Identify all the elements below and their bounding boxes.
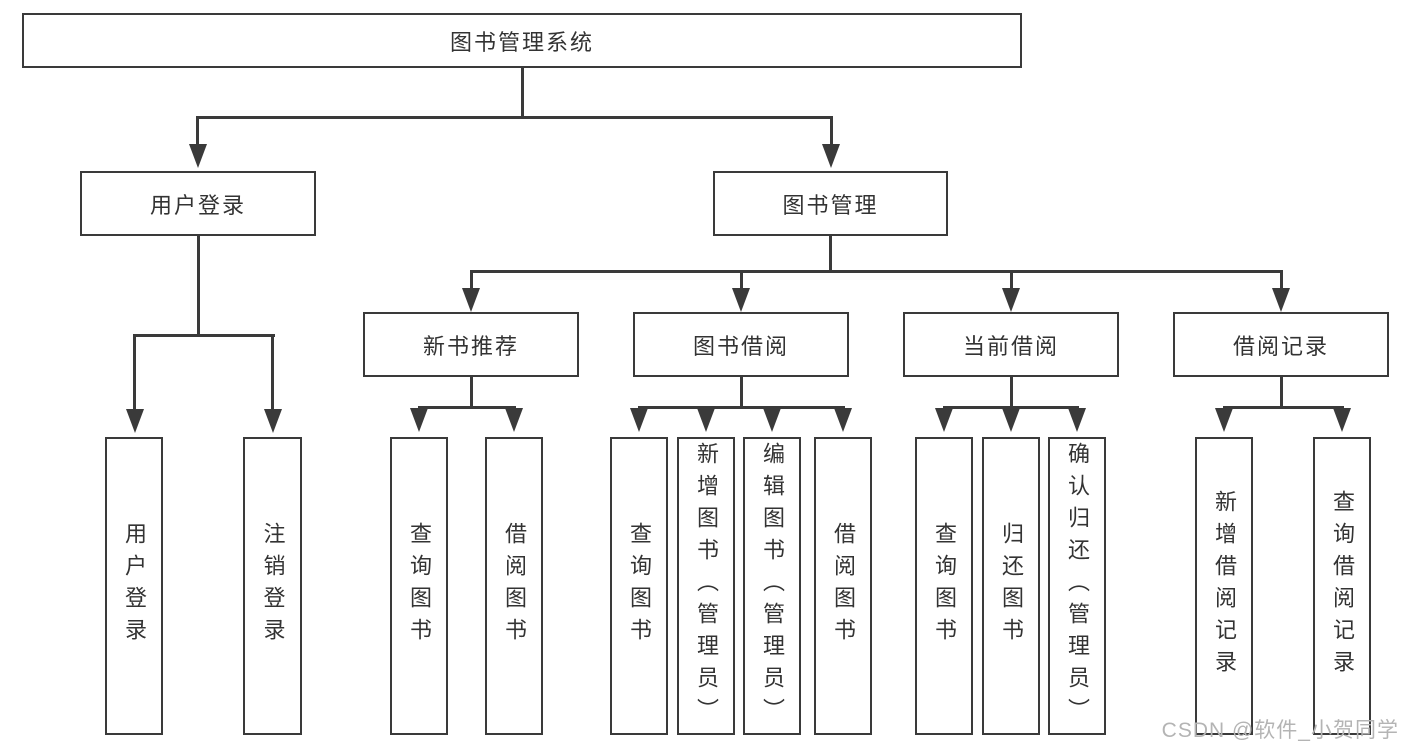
- node-book-management: 图书管理: [713, 171, 948, 236]
- leaf-bw-edit-books-admin: 编辑图书（管理员）: [743, 437, 801, 735]
- arrowhead-down: [1068, 408, 1086, 432]
- leaf-logout-label: 注销登录: [260, 522, 286, 650]
- arrowhead-down: [263, 409, 282, 433]
- connector-line: [739, 270, 743, 290]
- arrowhead-down: [188, 144, 207, 168]
- connector-line: [1279, 377, 1283, 408]
- connector-line: [133, 334, 275, 337]
- arrowhead-down: [732, 288, 750, 312]
- leaf-cu-confirm-return-admin-label: 确认归还（管理员）: [1065, 442, 1090, 730]
- connector-line: [1009, 270, 1013, 290]
- leaf-cu-confirm-return-admin: 确认归还（管理员）: [1048, 437, 1106, 735]
- arrowhead-down: [822, 144, 840, 168]
- node-borrow-records-label: 借阅记录: [1232, 333, 1329, 359]
- node-root-label: 图书管理系统: [449, 29, 594, 55]
- arrowhead-down: [834, 408, 852, 432]
- connector-line: [829, 236, 832, 272]
- node-user-login: 用户登录: [80, 171, 316, 236]
- arrowhead-down: [505, 408, 523, 432]
- connector-line: [417, 406, 516, 409]
- arrowhead-down: [1215, 408, 1233, 432]
- leaf-logout: 注销登录: [243, 437, 302, 735]
- leaf-bw-borrow-books-label: 借阅图书: [831, 522, 856, 650]
- arrowhead-down: [125, 409, 144, 433]
- connector-line: [739, 377, 743, 408]
- watermark: CSDN @软件_小贺同学: [1161, 719, 1399, 742]
- leaf-rc-query-borrow-record: 查询借阅记录: [1313, 437, 1371, 735]
- connector-line: [469, 270, 473, 290]
- arrowhead-down: [1002, 408, 1020, 432]
- node-book-borrow: 图书借阅: [633, 312, 849, 377]
- connector-line: [469, 270, 1283, 273]
- leaf-bw-add-books-admin: 新增图书（管理员）: [677, 437, 735, 735]
- connector-line: [196, 116, 199, 146]
- leaf-user-login-label: 用户登录: [122, 522, 147, 650]
- leaf-nb-query-books: 查询图书: [390, 437, 448, 735]
- leaf-nb-query-books-label: 查询图书: [407, 522, 432, 650]
- leaf-rc-query-borrow-record-label: 查询借阅记录: [1330, 490, 1355, 682]
- arrowhead-down: [1272, 288, 1290, 312]
- leaf-cu-return-books-label: 归还图书: [999, 522, 1024, 650]
- arrowhead-down: [1333, 408, 1351, 432]
- arrowhead-down: [1002, 288, 1020, 312]
- node-borrow-records: 借阅记录: [1173, 312, 1389, 377]
- node-root: 图书管理系统: [22, 13, 1022, 68]
- node-current-borrow: 当前借阅: [903, 312, 1119, 377]
- connector-line: [133, 334, 136, 410]
- connector-line: [1009, 377, 1013, 408]
- leaf-rc-add-borrow-record: 新增借阅记录: [1195, 437, 1253, 735]
- node-book-management-label: 图书管理: [782, 192, 879, 218]
- node-current-borrow-label: 当前借阅: [962, 333, 1059, 359]
- leaf-cu-query-books-label: 查询图书: [932, 522, 957, 650]
- leaf-bw-query-books-label: 查询图书: [627, 522, 652, 650]
- arrowhead-down: [630, 408, 648, 432]
- connector-line: [520, 68, 524, 118]
- connector-line: [196, 116, 833, 119]
- connector-line: [271, 334, 274, 410]
- leaf-cu-query-books: 查询图书: [915, 437, 973, 735]
- node-book-borrow-label: 图书借阅: [692, 333, 789, 359]
- connector-line: [196, 236, 200, 337]
- leaf-user-login: 用户登录: [105, 437, 163, 735]
- leaf-bw-add-books-admin-label: 新增图书（管理员）: [694, 442, 719, 730]
- arrowhead-down: [763, 408, 781, 432]
- connector-line: [637, 406, 845, 409]
- connector-line: [1222, 406, 1344, 409]
- leaf-bw-borrow-books: 借阅图书: [814, 437, 872, 735]
- connector-line: [469, 377, 473, 408]
- leaf-bw-edit-books-admin-label: 编辑图书（管理员）: [760, 442, 785, 730]
- node-user-login-label: 用户登录: [149, 192, 246, 218]
- leaf-rc-add-borrow-record-label: 新增借阅记录: [1212, 490, 1237, 682]
- arrowhead-down: [697, 408, 715, 432]
- leaf-nb-borrow-books: 借阅图书: [485, 437, 543, 735]
- connector-line: [942, 406, 1079, 409]
- node-new-book-recommend: 新书推荐: [363, 312, 579, 377]
- connector-line: [829, 116, 833, 146]
- node-new-book-recommend-label: 新书推荐: [422, 333, 519, 359]
- leaf-cu-return-books: 归还图书: [982, 437, 1040, 735]
- arrowhead-down: [410, 408, 428, 432]
- connector-line: [1279, 270, 1283, 290]
- arrowhead-down: [935, 408, 953, 432]
- leaf-bw-query-books: 查询图书: [610, 437, 668, 735]
- leaf-nb-borrow-books-label: 借阅图书: [502, 522, 527, 650]
- arrowhead-down: [462, 288, 480, 312]
